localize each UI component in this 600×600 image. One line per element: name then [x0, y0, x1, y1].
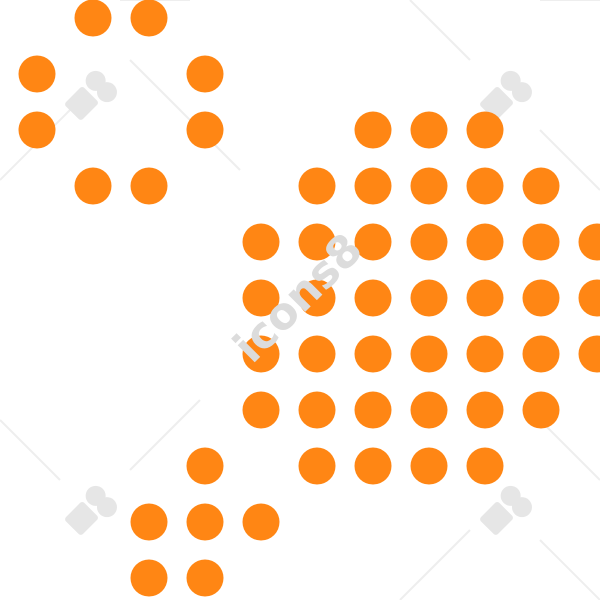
- dot: [410, 167, 448, 205]
- dot: [298, 335, 336, 373]
- dot: [410, 223, 448, 261]
- ring-cluster: [18, 0, 224, 205]
- dot: [466, 223, 504, 261]
- dot: [354, 447, 392, 485]
- dot: [522, 167, 560, 205]
- dot: [298, 447, 336, 485]
- icons8-logo-icon: [65, 70, 117, 120]
- dot: [410, 335, 448, 373]
- dot: [466, 335, 504, 373]
- dot: [466, 447, 504, 485]
- dot: [130, 167, 168, 205]
- dot: [354, 391, 392, 429]
- dot: [354, 279, 392, 317]
- dot: [242, 279, 280, 317]
- dot: [74, 0, 112, 37]
- dot: [298, 279, 336, 317]
- dot: [578, 223, 600, 261]
- dot: [354, 167, 392, 205]
- large-cluster: [242, 111, 600, 485]
- dot: [130, 0, 168, 37]
- dot: [74, 167, 112, 205]
- dot: [522, 279, 560, 317]
- dot: [466, 279, 504, 317]
- dot: [578, 335, 600, 373]
- dot: [410, 447, 448, 485]
- dot: [354, 111, 392, 149]
- bottom-cluster: [130, 447, 280, 597]
- dot: [410, 391, 448, 429]
- dot: [242, 503, 280, 541]
- dot: [466, 391, 504, 429]
- dot: [186, 559, 224, 597]
- dot: [186, 55, 224, 93]
- dot: [242, 391, 280, 429]
- dot: [130, 503, 168, 541]
- watermark-logos: [65, 70, 532, 535]
- dot: [242, 223, 280, 261]
- dot: [466, 111, 504, 149]
- dot: [130, 559, 168, 597]
- dot: [18, 55, 56, 93]
- dot: [522, 335, 560, 373]
- dot: [522, 391, 560, 429]
- icons8-logo-icon: [480, 485, 532, 535]
- dot: [18, 111, 56, 149]
- dot: [354, 335, 392, 373]
- icons8-logo-icon: [480, 70, 532, 120]
- dot: [410, 279, 448, 317]
- dot: [522, 223, 560, 261]
- dot: [354, 223, 392, 261]
- dot: [298, 167, 336, 205]
- dot: [186, 111, 224, 149]
- dot: [298, 391, 336, 429]
- dot: [578, 279, 600, 317]
- dot: [186, 447, 224, 485]
- dot: [466, 167, 504, 205]
- dot: [298, 223, 336, 261]
- dot: [242, 335, 280, 373]
- dot: [410, 111, 448, 149]
- dot: [186, 503, 224, 541]
- dot-clusters: [18, 0, 600, 597]
- icons8-logo-icon: [65, 485, 117, 535]
